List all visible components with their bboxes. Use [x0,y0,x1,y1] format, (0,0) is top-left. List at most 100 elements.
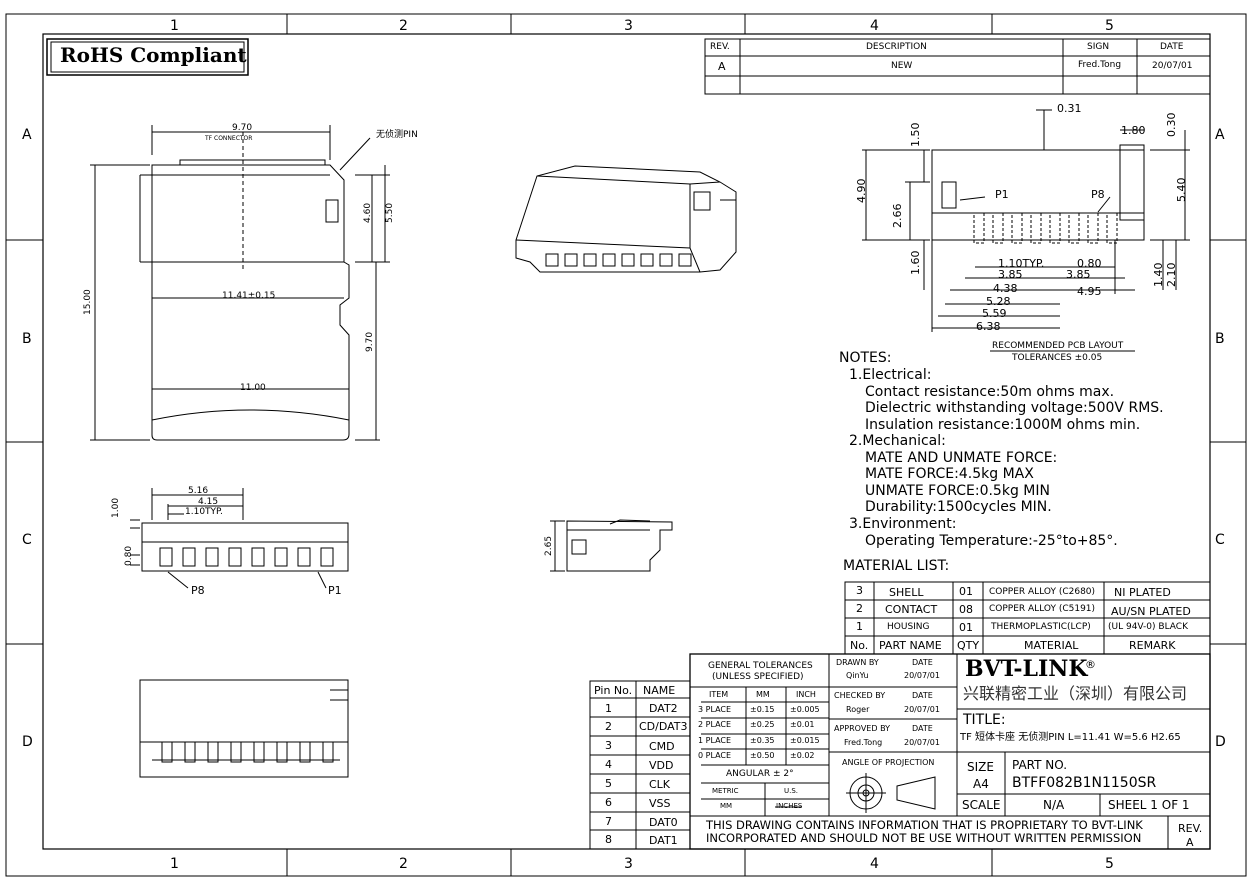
scale-value: N/A [1043,798,1065,812]
approved-by-label: APPROVED BY [834,724,891,733]
grid-col-2: 2 [399,18,408,34]
angle-projection-label: ANGLE OF PROJECTION [842,758,935,767]
grid-row-a: A [22,127,32,143]
dim-110-front: 1.10TYP. [185,507,223,517]
dim-210: 2.10 [1165,262,1178,288]
tol-row-1-mm: ±0.15 [750,705,775,714]
unless-specified: (UNLESS SPECIFIED) [712,672,804,682]
pin-row-1-name: DAT2 [649,702,678,715]
no-detect-pin-label: 无侦测PIN [376,130,418,140]
pin-p8-pcb: P8 [1091,188,1105,201]
pcb-layout-tolerance: TOLERANCES ±0.05 [1012,353,1103,363]
proprietary-line-1: THIS DRAWING CONTAINS INFORMATION THAT I… [706,818,1143,832]
tol-header-inch: INCH [796,690,816,699]
material-row-3-material: COPPER ALLOY (C2680) [989,587,1096,597]
part-no-label: PART NO. [1012,758,1068,772]
material-header-material: MATERIAL [1024,639,1079,652]
rev-header: REV. [710,42,730,52]
dim-559: 5.59 [982,307,1007,320]
tol-row-2-item: 2 PLACE [698,720,732,729]
notes-line-10: 3.Environment: [849,516,957,532]
tol-row-2-mm: ±0.25 [750,720,775,729]
material-row-2-material: COPPER ALLOY (C5191) [989,604,1096,614]
pin-row-3-name: CMD [649,740,675,753]
material-row-1-remark: (UL 94V-0) BLACK [1108,622,1188,632]
approved-by-name: Fred.Tong [844,738,883,747]
dim-540: 5.40 [1175,177,1188,203]
approved-date-value: 20/07/01 [904,738,940,747]
notes-line-11: Operating Temperature:-25°to+85°. [865,533,1118,549]
dim-110-pcb: 1.10TYP. [998,257,1045,270]
pin-row-2-no: 2 [605,720,612,733]
tol-row-2-inch: ±0.01 [790,720,815,729]
dim-265: 2.65 [544,535,554,556]
tol-header-item: ITEM [709,690,729,699]
notes-line-6: MATE AND UNMATE FORCE: [865,450,1058,466]
material-row-3-part: SHELL [889,586,924,599]
pin-row-5-name: CLK [649,778,671,791]
tol-row-3-mm: ±0.35 [750,736,775,745]
dim-150: 1.50 [909,122,922,148]
grid-col-4: 4 [870,18,879,34]
drawn-by-name: QinYu [846,671,869,680]
grid-row-b-right: B [1215,331,1225,347]
notes-line-4: Insulation resistance:1000M ohms min. [865,417,1141,433]
dim-970: 9.70 [365,331,375,352]
material-row-1-no: 1 [856,620,863,633]
pin-row-8-no: 8 [605,833,612,846]
pin-row-2-name: CD/DAT3 [639,720,688,733]
pin-table-header-name: NAME [643,684,676,697]
pin-row-1-no: 1 [605,702,612,715]
pin-table-header-no: Pin No. [594,684,633,697]
date-header: DATE [1160,42,1184,52]
material-row-3-qty: 01 [959,585,973,598]
description-value: NEW [891,61,913,71]
grid-row-a-right: A [1215,127,1225,143]
material-header-part: PART NAME [879,639,942,652]
material-list-heading: MATERIAL LIST: [843,558,950,574]
pin-row-8-name: DAT1 [649,834,678,847]
material-row-2-qty: 08 [959,603,973,616]
grid-col-5-bottom: 5 [1105,856,1114,872]
sign-header: SIGN [1087,42,1110,52]
material-header-no: No. [850,639,869,652]
us-label: U.S. [784,787,799,795]
dim-140: 1.40 [1152,262,1165,288]
pin-row-4-no: 4 [605,758,612,771]
tol-row-1-inch: ±0.005 [790,705,820,714]
pin-row-5-no: 5 [605,777,612,790]
material-row-2-no: 2 [856,602,863,615]
grid-col-2-bottom: 2 [399,856,408,872]
material-row-3-remark: NI PLATED [1114,586,1171,599]
mm-label: MM [720,802,733,810]
material-row-1-material: THERMOPLASTIC(LCP) [991,622,1091,632]
dim-1100: 11.00 [240,383,266,393]
part-no-value: BTFF082B1N1150SR [1012,775,1157,791]
grid-col-3-bottom: 3 [624,856,633,872]
angular-tolerance: ANGULAR ± 2° [726,769,794,779]
grid-row-d-right: D [1215,734,1226,750]
dim-180: 1.80 [1121,124,1146,137]
title-label: TITLE: [963,712,1006,728]
pcb-layout-title: RECOMMENDED PCB LAYOUT [992,341,1124,351]
tol-row-4-inch: ±0.02 [790,751,815,760]
drawn-date-value: 20/07/01 [904,671,940,680]
sign-value: Fred.Tong [1078,60,1122,70]
inches-label: INCHES [776,802,803,810]
dim-528: 5.28 [986,295,1011,308]
rohs-label: RoHS Compliant [60,43,247,67]
metric-label: METRIC [712,787,739,795]
pin-row-3-no: 3 [605,739,612,752]
notes-line-5: 2.Mechanical: [849,433,946,449]
dim-415: 4.15 [198,497,219,507]
material-row-2-part: CONTACT [885,603,938,616]
dim-460: 4.60 [363,202,373,223]
dim-080-front: 0.80 [124,545,134,566]
dim-490: 4.90 [855,178,868,204]
grid-row-c: C [22,532,32,548]
dim-385-left: 3.85 [998,268,1023,281]
grid-col-4-bottom: 4 [870,856,879,872]
dim-080-pcb: 0.80 [1077,257,1102,270]
grid-row-c-right: C [1215,532,1225,548]
